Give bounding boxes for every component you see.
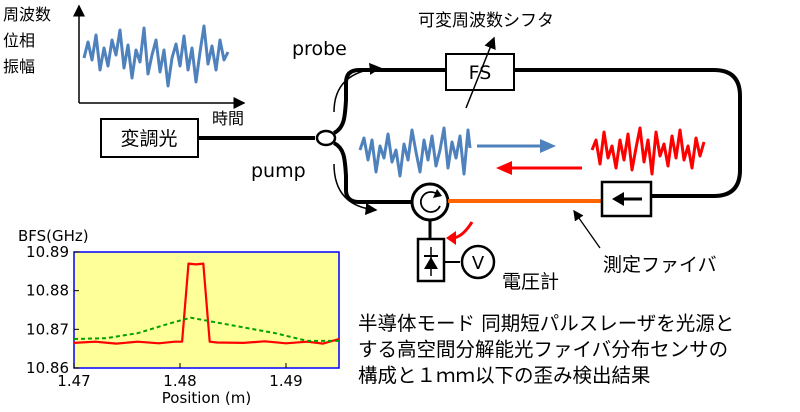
probe-wave xyxy=(358,126,472,178)
figure-caption: 半導体モード 同期短パルスレーザを光源と する高空間分解能光ファイバ分布センサの… xyxy=(358,311,798,389)
caption-line-1: 半導体モード 同期短パルスレーザを光源と xyxy=(358,312,735,335)
voltmeter: V xyxy=(460,244,496,280)
voltmeter-label: 電圧計 xyxy=(502,271,559,293)
y-tick-label: 10.87 xyxy=(26,320,69,338)
y-tick-label: 10.88 xyxy=(26,282,69,300)
loop-right-fiber xyxy=(651,68,742,198)
isolator xyxy=(600,180,653,218)
circulator xyxy=(410,182,450,222)
bfs-chart: 10.89 10.88 10.87 10.861.47 1.48 1.49 BFS(GHz)… xyxy=(18,227,340,407)
voltmeter-symbol: V xyxy=(472,253,485,274)
inset-ylabel-line-1: 周波数 xyxy=(3,5,51,24)
fs-tuning-arrow xyxy=(465,36,496,109)
circulator-rotation-icon xyxy=(419,191,441,213)
y-tick-label: 10.86 xyxy=(26,359,69,377)
test-fiber-pointer xyxy=(573,209,601,249)
inset-ylabel-line-3: 振幅 xyxy=(3,57,35,76)
pump-branch-fiber xyxy=(332,141,412,204)
pump-label: pump xyxy=(251,160,306,182)
y-axis-label: BFS(GHz) xyxy=(18,227,89,245)
x-tick-label: 1.48 xyxy=(163,372,196,390)
test-fiber-label: 測定ファイバ xyxy=(603,254,717,276)
photodiode xyxy=(416,237,446,283)
pump-direction-arrow xyxy=(333,163,378,215)
probe-branch-fiber xyxy=(332,68,446,135)
coupler xyxy=(315,129,337,147)
inset-signal-plot: 周波数 位相 振幅 時間 xyxy=(3,4,246,128)
return-light-arrowhead xyxy=(446,231,456,245)
probe-label: probe xyxy=(292,38,347,60)
inset-ylabel-line-2: 位相 xyxy=(3,31,35,50)
x-tick-label: 1.49 xyxy=(269,372,302,390)
x-tick-label: 1.47 xyxy=(57,372,90,390)
caption-line-2: する高空間分解能光ファイバ分布センサの xyxy=(358,338,729,361)
y-tick-label: 10.89 xyxy=(26,243,69,261)
modulated-light-label: 変調光 xyxy=(120,128,177,150)
x-axis-label: Position (m) xyxy=(162,389,252,407)
inset-xlabel: 時間 xyxy=(212,109,244,128)
fs-caption: 可変周波数シフタ xyxy=(418,11,554,31)
pump-wave xyxy=(590,126,706,176)
probe-propagation-arrowhead xyxy=(540,139,556,153)
series-line-1 xyxy=(73,262,340,345)
modulated-light-source: 変調光 xyxy=(100,118,199,158)
caption-line-3: 構成と１ｍｍ以下の歪み検出結果 xyxy=(358,364,651,387)
pump-propagation-arrowhead xyxy=(496,161,512,175)
inset-wave xyxy=(82,24,230,88)
probe-direction-arrow xyxy=(333,62,382,113)
